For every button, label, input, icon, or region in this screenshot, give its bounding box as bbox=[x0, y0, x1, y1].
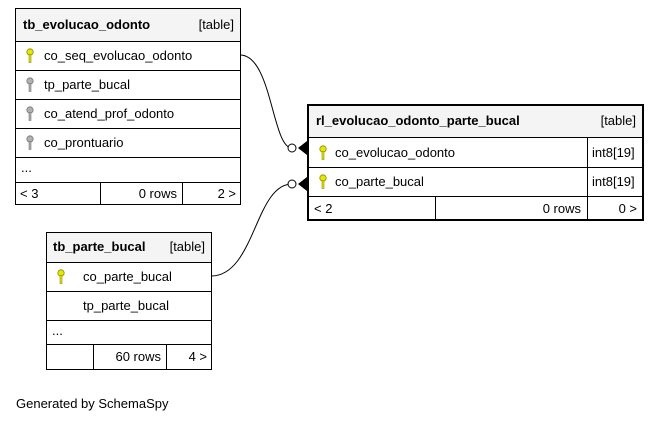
parents-count[interactable]: < 3 bbox=[20, 186, 39, 201]
children-count[interactable]: 4 > bbox=[188, 349, 207, 364]
table-tb-parte-bucal[interactable]: tb_parte_bucal [table] co_parte_bucal tp… bbox=[46, 232, 212, 370]
column-name: tp_parte_bucal bbox=[44, 77, 131, 92]
table-header: tb_parte_bucal [table] bbox=[47, 233, 211, 262]
table-rl-evolucao-odonto-parte-bucal[interactable]: rl_evolucao_odonto_parte_bucal [table] c… bbox=[307, 104, 644, 221]
column-row[interactable]: co_evolucao_odonto int8[19] bbox=[309, 137, 642, 167]
column-name: co_parte_bucal bbox=[335, 174, 424, 189]
crowfoot-parte bbox=[298, 177, 307, 191]
column-row[interactable]: co_parte_bucal int8[19] bbox=[309, 167, 642, 196]
table-name: tb_evolucao_odonto bbox=[23, 17, 151, 32]
relationship-evolucao-to-rl bbox=[239, 54, 293, 149]
more-columns: ... bbox=[21, 160, 32, 175]
primary-key-icon bbox=[319, 174, 327, 189]
table-name: rl_evolucao_odonto_parte_bucal bbox=[316, 113, 520, 128]
children-count[interactable]: 0 > bbox=[618, 201, 637, 216]
column-name: co_parte_bucal bbox=[83, 269, 172, 284]
primary-key-icon bbox=[26, 48, 34, 63]
generated-by-text: Generated by SchemaSpy bbox=[16, 396, 169, 411]
column-row[interactable]: co_seq_evolucao_odonto bbox=[16, 41, 240, 70]
more-columns: ... bbox=[52, 323, 63, 338]
column-row[interactable]: tp_parte_bucal bbox=[16, 70, 240, 99]
column-name: tp_parte_bucal bbox=[83, 298, 170, 313]
column-row[interactable]: co_prontuario bbox=[16, 128, 240, 157]
foreign-key-icon bbox=[26, 106, 34, 121]
column-row[interactable]: co_atend_prof_odonto bbox=[16, 99, 240, 128]
crowfoot-evolucao bbox=[298, 141, 307, 155]
column-name: co_evolucao_odonto bbox=[335, 145, 455, 160]
column-row[interactable]: co_parte_bucal bbox=[47, 262, 211, 291]
column-type: int8[19] bbox=[592, 145, 635, 160]
table-footer: 60 rows 4 > bbox=[47, 344, 211, 369]
primary-key-icon bbox=[319, 145, 327, 160]
table-footer: < 3 0 rows 2 > bbox=[16, 182, 240, 204]
rows-count: 60 rows bbox=[115, 349, 161, 364]
more-columns-row: ... bbox=[16, 157, 240, 182]
parents-count[interactable]: < 2 bbox=[314, 201, 333, 216]
rows-count: 0 rows bbox=[138, 186, 177, 201]
table-tb-evolucao-odonto[interactable]: tb_evolucao_odonto [table] co_seq_evoluc… bbox=[15, 8, 241, 205]
optional-marker-evolucao bbox=[287, 143, 297, 153]
table-kind: [table] bbox=[600, 113, 636, 128]
relationship-parte-to-rl bbox=[210, 183, 293, 277]
column-name: co_prontuario bbox=[44, 135, 124, 150]
children-count[interactable]: 2 > bbox=[217, 186, 236, 201]
column-type: int8[19] bbox=[592, 174, 635, 189]
table-name: tb_parte_bucal bbox=[53, 239, 146, 254]
rows-count: 0 rows bbox=[542, 201, 581, 216]
primary-key-icon bbox=[57, 269, 65, 284]
table-header: rl_evolucao_odonto_parte_bucal [table] bbox=[309, 106, 642, 137]
table-kind: [table] bbox=[198, 17, 234, 32]
table-header: tb_evolucao_odonto [table] bbox=[16, 9, 240, 41]
foreign-key-icon bbox=[26, 135, 34, 150]
column-name: co_atend_prof_odonto bbox=[44, 106, 175, 121]
optional-marker-parte bbox=[287, 179, 297, 189]
column-name: co_seq_evolucao_odonto bbox=[44, 48, 193, 63]
foreign-key-icon bbox=[26, 77, 34, 92]
table-footer: < 2 0 rows 0 > bbox=[309, 196, 642, 219]
column-row[interactable]: tp_parte_bucal bbox=[47, 291, 211, 320]
more-columns-row: ... bbox=[47, 320, 211, 344]
table-kind: [table] bbox=[169, 239, 205, 254]
